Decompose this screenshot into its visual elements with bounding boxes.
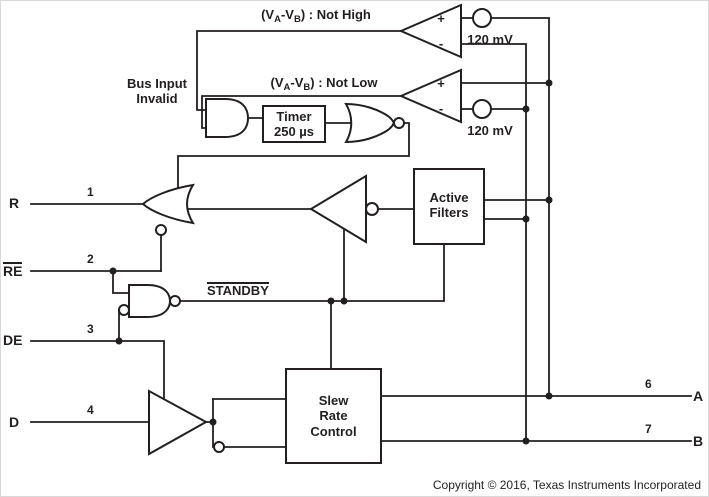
r-gate-enable-bubble-icon	[155, 224, 167, 236]
timer-label-line1: Timer	[276, 109, 312, 124]
failsafe-nor-gate	[344, 102, 396, 144]
wire-de-line	[30, 340, 165, 400]
shapes	[118, 3, 492, 464]
label-not-high-sub-b: B	[293, 14, 301, 25]
pin-label-d: D	[9, 414, 20, 430]
junction-dot	[340, 297, 348, 305]
receiver-buffer	[309, 174, 367, 244]
pin-number-7: 7	[645, 422, 652, 436]
slew-label-line2: Rate	[319, 408, 348, 424]
copyright-notice: Copyright © 2016, Texas Instruments Inco…	[432, 478, 701, 492]
junction-dot	[115, 337, 123, 345]
comp1-plus-sign: +	[437, 11, 445, 26]
junction-dot	[545, 392, 553, 400]
pin-number-2: 2	[87, 252, 94, 266]
wire-failsafe-to-rgate	[177, 122, 410, 189]
comp1-minus-sign: -	[438, 36, 444, 51]
pin-number-1: 1	[87, 185, 94, 199]
failsafe-nor-bubble-icon	[393, 117, 405, 129]
label-threshold-top: 120 mV	[467, 32, 513, 47]
pin-label-b: B	[693, 433, 704, 449]
label-not-low-pre: (V	[270, 75, 284, 90]
wires	[30, 9, 692, 448]
label-bus-input-invalid: Bus Input Invalid	[113, 76, 201, 107]
junction-dots	[109, 79, 553, 445]
label-bus-input-line1: Bus Input	[127, 76, 187, 91]
offset-source-bottom-icon	[472, 99, 492, 119]
active-filters-line1: Active	[429, 190, 469, 205]
wire-re-to-nand	[112, 270, 130, 294]
label-not-low: (VA-VB) : Not Low	[249, 75, 399, 93]
label-not-low-mid: -V	[290, 75, 304, 90]
standby-nand-output-bubble-icon	[169, 295, 181, 307]
r-or-gate	[141, 183, 196, 225]
timer-block-label: Timer 250 µs	[263, 109, 325, 140]
label-not-low-post: ) : Not Low	[310, 75, 378, 90]
junction-dot	[327, 297, 335, 305]
label-bus-input-line2: Invalid	[136, 91, 178, 107]
slew-label-line1: Slew	[318, 393, 349, 408]
pin-number-4: 4	[87, 403, 94, 417]
driver-inverted-branch-bubble-icon	[213, 441, 225, 453]
wire-comp-not-low-output	[201, 95, 402, 129]
pin-label-de: DE	[3, 332, 23, 348]
slew-label-line3: Control	[310, 423, 357, 439]
junction-dot	[545, 196, 553, 204]
label-not-high-mid: -V	[280, 7, 294, 22]
active-filters-label: Active Filters	[414, 190, 484, 221]
label-not-high-post: ) : Not High	[300, 7, 371, 22]
junction-dot	[522, 437, 530, 445]
timer-block	[262, 105, 326, 143]
timer-label-line2: 250 µs	[273, 124, 315, 140]
bus-invalid-and-gate	[205, 98, 250, 138]
label-standby-text: STANDBY	[207, 282, 269, 298]
wire-b-bus-line	[460, 43, 527, 442]
slew-rate-control-label: Slew Rate Control	[286, 393, 381, 439]
pin-label-a: A	[693, 388, 704, 404]
label-not-low-sub-b: B	[303, 82, 311, 93]
pin-number-6: 6	[645, 377, 652, 391]
junction-dot	[209, 418, 217, 426]
wire-standby-line	[179, 243, 445, 302]
offset-source-top-icon	[472, 8, 492, 28]
active-filters-block	[413, 168, 485, 245]
junction-dot	[545, 79, 553, 87]
label-not-high-sub-a: A	[274, 14, 281, 25]
receiver-input-bubble-icon	[365, 202, 379, 216]
junction-dot	[522, 215, 530, 223]
wire-a-bus-line	[490, 17, 550, 397]
label-standby: STANDBY	[207, 282, 269, 298]
driver-buffer	[148, 389, 209, 456]
label-not-high: (VA-VB) : Not High	[234, 7, 398, 25]
label-not-low-sub-a: A	[283, 82, 291, 93]
pin-label-re: RE	[3, 262, 23, 279]
comp2-minus-sign: -	[438, 101, 444, 116]
pin-number-3: 3	[87, 322, 94, 336]
label-threshold-bottom: 120 mV	[467, 123, 513, 138]
label-not-high-pre: (V	[261, 7, 275, 22]
pin-label-r: R	[9, 195, 20, 211]
comparator-not-low	[398, 68, 462, 124]
comparator-not-high	[398, 3, 462, 59]
pin-label-re-text: RE	[3, 262, 23, 279]
comp2-plus-sign: +	[437, 76, 445, 91]
standby-nand-gate	[128, 284, 172, 318]
standby-nand-input-bubble-icon	[118, 304, 130, 316]
junction-dot	[109, 267, 117, 275]
junction-dot	[522, 105, 530, 113]
slew-rate-control-block	[285, 368, 382, 464]
active-filters-line2: Filters	[429, 205, 469, 221]
